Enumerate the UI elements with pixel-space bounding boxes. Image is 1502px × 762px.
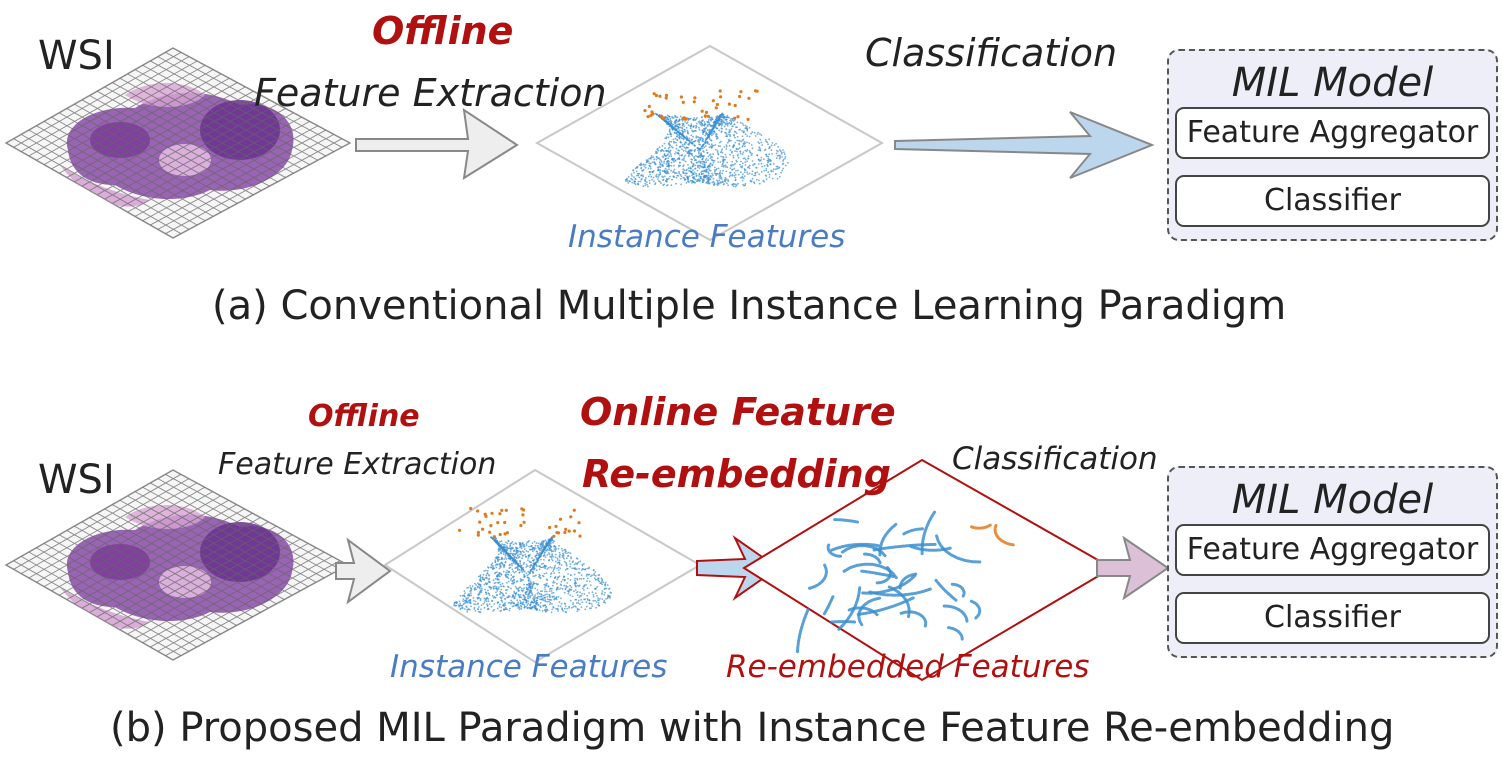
offline-label-a: Offline — [372, 9, 514, 53]
mil-model-title-a: MIL Model — [1231, 60, 1434, 106]
online-reembedding-line2: Re-embedding — [582, 452, 891, 496]
wsi-slide-a — [4, 47, 352, 239]
arrow-icon — [1096, 535, 1170, 601]
arrow-icon — [696, 535, 780, 601]
offline-label-b: Offline — [308, 399, 420, 434]
caption-b: (b) Proposed MIL Paradigm with Instance … — [110, 705, 1395, 751]
mil-model-title-b: MIL Model — [1231, 477, 1434, 523]
mil-model-a: MIL Model Feature Aggregator Classifier — [1167, 49, 1498, 241]
arrow-icon — [355, 107, 519, 180]
scatter-plot-icon — [795, 510, 1016, 654]
feature-extraction-label-b: Feature Extraction — [218, 447, 497, 482]
feature-extraction-label-a: Feature Extraction — [254, 71, 607, 115]
feature-aggregator-box-a: Feature Aggregator — [1175, 107, 1490, 159]
caption-a: (a) Conventional Multiple Instance Learn… — [212, 283, 1287, 329]
scatter-plot-b — [383, 468, 702, 664]
mil-model-b: MIL Model Feature Aggregator Classifier — [1167, 466, 1498, 658]
tissue-slide-icon — [6, 470, 348, 660]
instance-features-label-b: Instance Features — [390, 649, 668, 685]
wsi-grid-icon — [6, 470, 348, 660]
classification-label-b: Classification — [952, 441, 1158, 477]
arrow-icon — [894, 111, 1155, 179]
classifier-box-a: Classifier — [1175, 175, 1490, 227]
online-reembedding-line1: Online Feature — [580, 390, 896, 434]
feature-aggregator-box-b: Feature Aggregator — [1175, 524, 1490, 576]
instance-features-label-a: Instance Features — [568, 219, 846, 255]
reembedded-features-label: Re-embedded Features — [726, 649, 1090, 685]
reembedded-plot — [742, 458, 1114, 682]
scatter-plot-icon — [453, 506, 613, 614]
wsi-label-a: WSI — [38, 33, 115, 79]
arrow-icon — [335, 537, 392, 605]
wsi-slide-b — [4, 469, 350, 661]
scatter-plot-icon — [624, 89, 789, 188]
classification-label-a: Classification — [865, 31, 1118, 75]
classifier-box-b: Classifier — [1175, 592, 1490, 644]
wsi-label-b: WSI — [38, 457, 115, 503]
scatter-plot-a — [534, 44, 885, 242]
